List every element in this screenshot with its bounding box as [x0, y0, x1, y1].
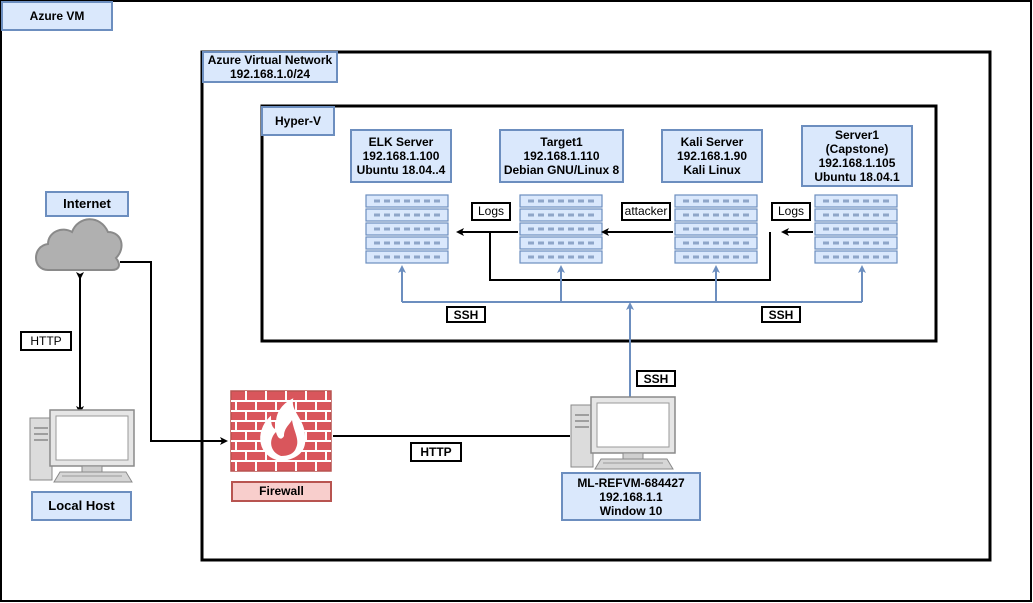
hyperv-label-text: Hyper-V	[274, 114, 321, 128]
ssh-right-tag: SSH	[761, 306, 801, 323]
http-mid-tag: HTTP	[410, 442, 462, 462]
azure-vm-label-text: Azure VM	[29, 9, 85, 23]
azure-vm-label: Azure VM	[1, 1, 113, 31]
edge-cloud-to-firewall	[120, 261, 228, 445]
target1-os: Debian GNU/Linux 8	[503, 163, 620, 177]
virtual-network-container	[200, 50, 992, 562]
vnet-cidr-text: 192.168.1.0/24	[229, 67, 311, 81]
local-host-desktop-icon	[29, 409, 135, 483]
ml-ip: 192.168.1.1	[599, 489, 663, 504]
internet-label: Internet	[45, 191, 129, 217]
elk-server-label: ELK Server 192.168.1.100 Ubuntu 18.04..4	[350, 129, 452, 183]
logs-right-tag: Logs	[771, 202, 811, 221]
elk-ip: 192.168.1.100	[362, 149, 440, 163]
target1-server-icon	[518, 193, 604, 265]
logs-left-tag: Logs	[471, 202, 511, 221]
kali-server-icon	[673, 193, 759, 265]
ssh-left-tag: SSH	[446, 306, 486, 323]
vnet-label: Azure Virtual Network 192.168.1.0/24	[202, 51, 338, 83]
cloud-icon	[35, 218, 123, 271]
elk-name: ELK Server	[368, 135, 434, 149]
ml-vm-desktop-icon	[570, 396, 676, 470]
ml-name: ML-REFVM-684427	[577, 475, 685, 490]
kali-server-label: Kali Server 192.168.1.90 Kali Linux	[661, 129, 763, 183]
target1-ip: 192.168.1.110	[523, 149, 600, 163]
elk-server-icon	[364, 193, 450, 265]
ssh-up-tag: SSH	[636, 370, 676, 387]
logs-bus-line	[489, 232, 771, 281]
server1-label: Server1 (Capstone) 192.168.1.105 Ubuntu …	[801, 125, 913, 187]
local-host-label-text: Local Host	[48, 498, 115, 513]
server1-note: (Capstone)	[825, 142, 889, 156]
server1-os: Ubuntu 18.04.1	[814, 170, 900, 184]
target1-name: Target1	[540, 135, 583, 149]
firewall-icon	[230, 390, 332, 472]
local-host-label: Local Host	[31, 491, 132, 521]
internet-label-text: Internet	[63, 196, 111, 211]
hyperv-container	[260, 104, 938, 343]
kali-name: Kali Server	[680, 135, 744, 149]
kali-os: Kali Linux	[683, 163, 741, 177]
vnet-title-text: Azure Virtual Network	[207, 53, 333, 67]
ml-os: Window 10	[599, 503, 663, 518]
attacker-tag: attacker	[621, 202, 671, 221]
ml-vm-label: ML-REFVM-684427 192.168.1.1 Window 10	[561, 472, 701, 521]
elk-os: Ubuntu 18.04..4	[356, 163, 446, 177]
server1-name: Server1	[834, 128, 880, 142]
http-left-tag: HTTP	[20, 331, 72, 351]
server1-ip: 192.168.1.105	[818, 156, 896, 170]
target1-server-label: Target1 192.168.1.110 Debian GNU/Linux 8	[499, 129, 624, 183]
kali-ip: 192.168.1.90	[676, 149, 748, 163]
server1-server-icon	[813, 193, 899, 265]
hyperv-label: Hyper-V	[261, 106, 335, 136]
firewall-label: Firewall	[231, 481, 332, 502]
